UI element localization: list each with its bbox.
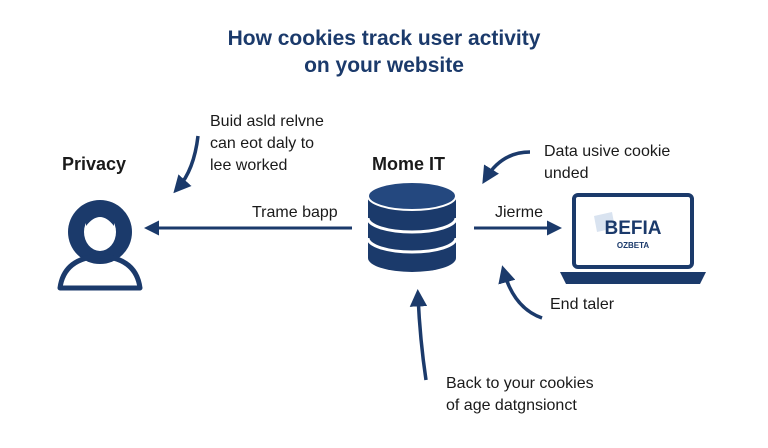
- diagram-title-line-1: How cookies track user activity: [227, 27, 541, 50]
- annotation-top-right-line-2: unded: [544, 165, 589, 182]
- annotation-top-left-line-3: lee worked: [210, 157, 288, 174]
- annotation-right-bottom: End taler: [550, 296, 615, 313]
- annotation-bottom-line-1: Back to your cookies: [446, 375, 594, 392]
- annotation-bottom-line-2: of age datgnsionct: [446, 397, 577, 414]
- database-icon: [366, 181, 458, 272]
- laptop-icon: [560, 193, 706, 284]
- arrow-up-to-database: [409, 289, 428, 381]
- arrow-curve-to-user: [173, 135, 200, 194]
- annotation-top-left-line-2: can eot daly to: [210, 135, 315, 152]
- user-avatar-icon: [57, 200, 143, 291]
- node-label-user: Privacy: [62, 154, 127, 174]
- laptop-screen-subtext: OZBETA: [617, 241, 650, 250]
- arrow-curve-bottom-right: [498, 265, 543, 320]
- arrow-label-left: Trame bapp: [252, 204, 338, 221]
- diagram-title-line-2: on your website: [304, 54, 464, 77]
- arrow-label-right: Jierme: [495, 204, 544, 221]
- laptop-screen-text: BEFIA: [605, 218, 662, 239]
- annotation-top-right-line-1: Data usive cookie: [544, 143, 671, 160]
- arrow-curve-top-right: [482, 150, 531, 184]
- node-label-database: Mome IT: [372, 154, 446, 174]
- annotation-top-left-line-1: Buid asld relvne: [210, 113, 324, 130]
